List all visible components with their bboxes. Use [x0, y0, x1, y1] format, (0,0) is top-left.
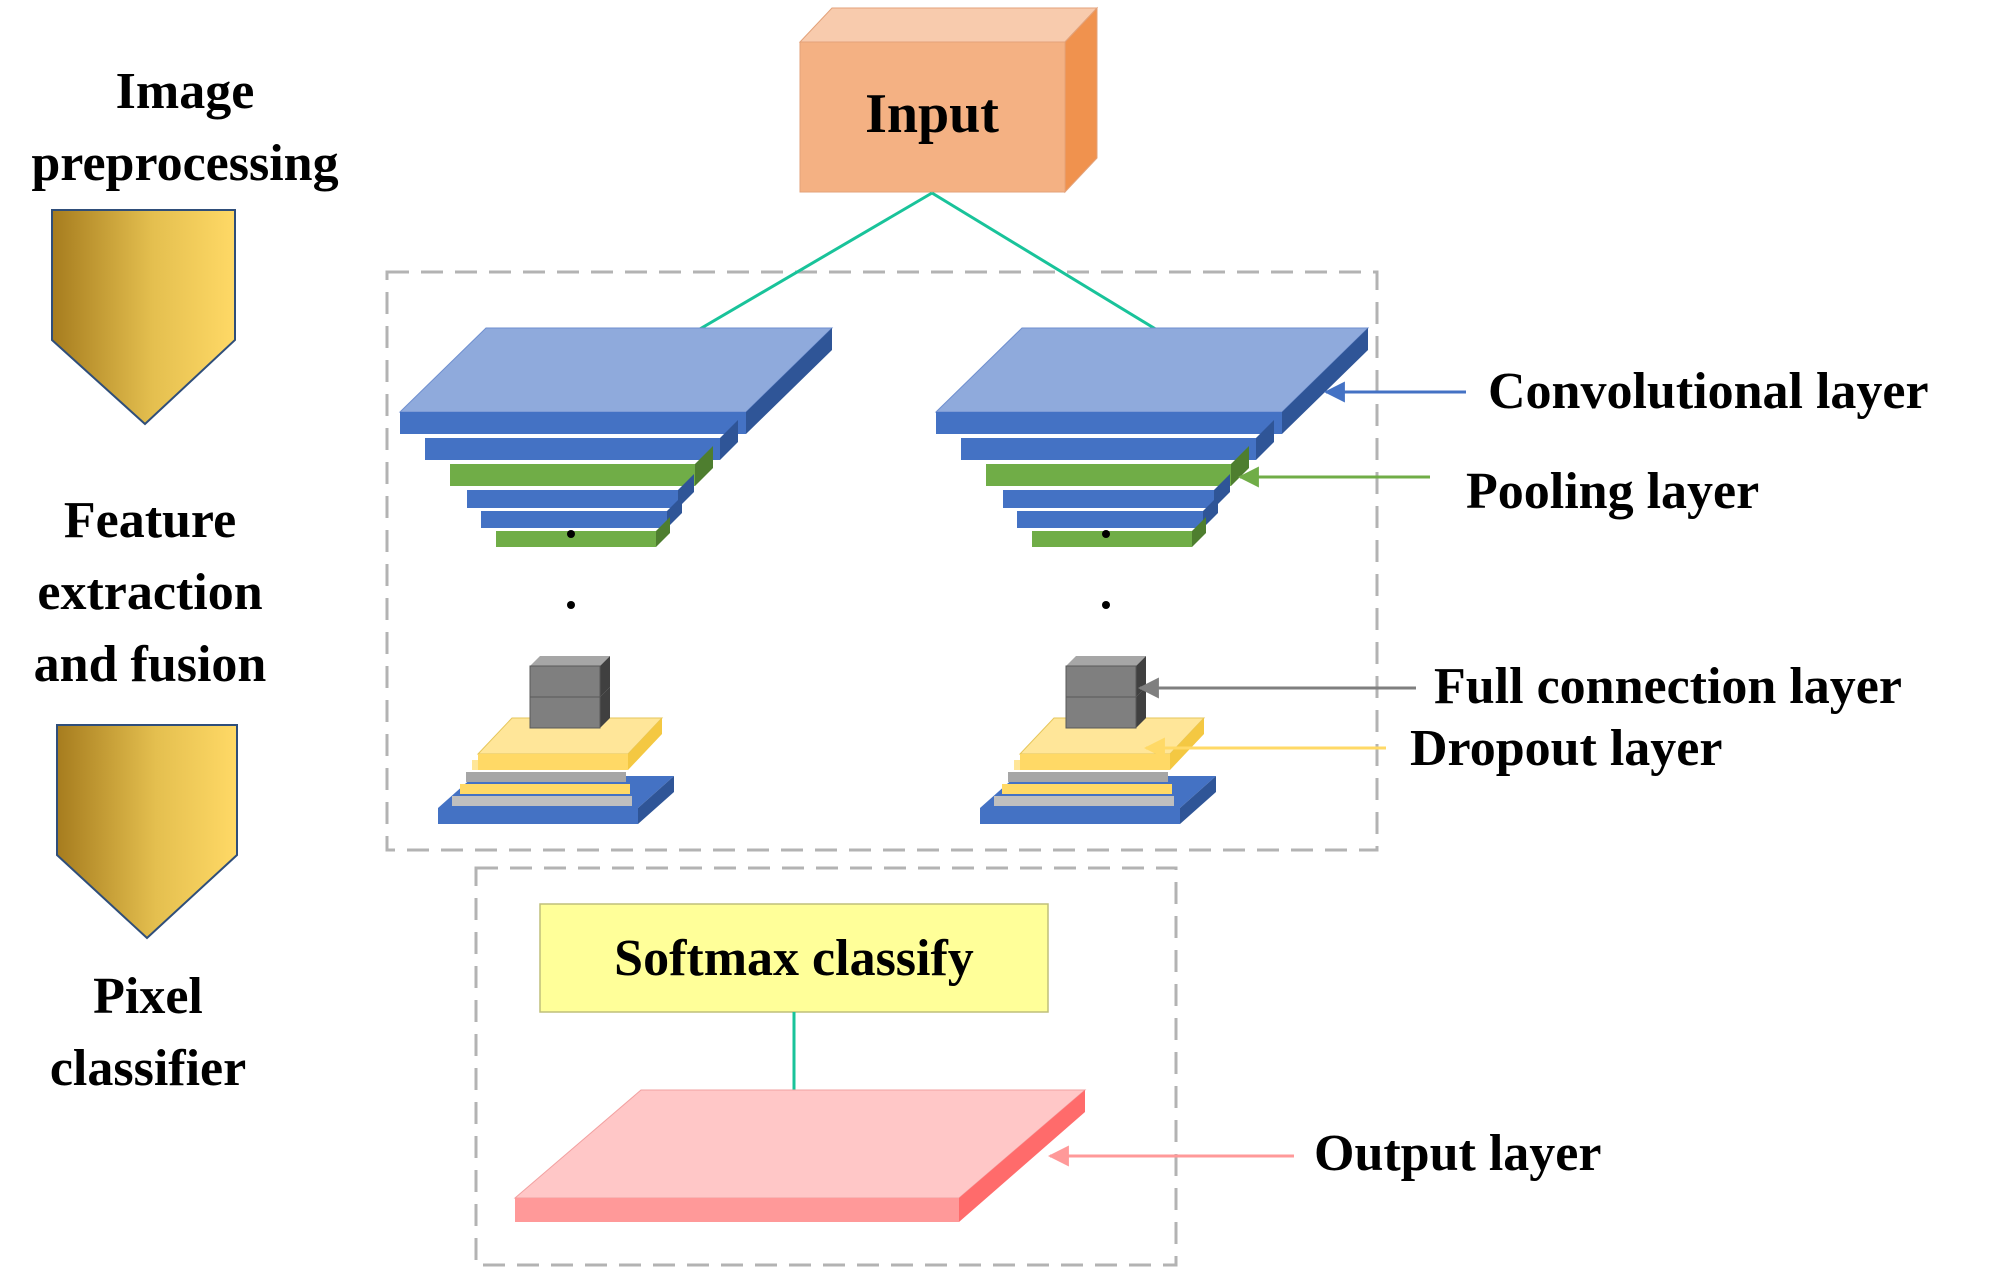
- arrow-input-to-right-branch: [931, 191, 1192, 352]
- stage-preprocessing-label-2: preprocessing: [31, 135, 338, 192]
- stage-preprocessing-label-1: Image: [116, 63, 255, 120]
- left-pooling-step-2: [496, 517, 670, 547]
- stage-arrow-down-1: [51, 209, 236, 426]
- input-box: [798, 6, 1099, 194]
- classifier-region: [474, 866, 1178, 1267]
- label-output-layer: Output layer: [1314, 1125, 1601, 1182]
- stage-arrow-down-2: [56, 724, 238, 940]
- right-convolutional-slab: [934, 327, 1370, 434]
- right-pooling-step-1: [986, 446, 1249, 486]
- softmax-label: Softmax classify: [614, 930, 974, 987]
- left-pooling-step-1: [450, 446, 713, 486]
- right-branch: [934, 327, 1370, 824]
- right-bottom-stack: [980, 656, 1216, 824]
- stage-classifier-label-2: classifier: [50, 1040, 246, 1097]
- left-conv-step-1: [425, 420, 738, 460]
- right-conv-step-1: [961, 420, 1274, 460]
- left-convolutional-slab: [398, 327, 834, 434]
- left-branch: [398, 327, 834, 824]
- left-full-connection-cubes: [529, 656, 610, 729]
- left-conv-step-3: [481, 496, 682, 528]
- feature-region: [385, 270, 1379, 852]
- label-convolutional-layer: Convolutional layer: [1488, 363, 1929, 420]
- label-dropout-layer: Dropout layer: [1410, 720, 1722, 777]
- label-full-connection-layer: Full connection layer: [1434, 658, 1902, 715]
- stage-classifier-label-1: Pixel: [93, 968, 203, 1025]
- stage-feature-label-2: extraction: [37, 564, 262, 621]
- label-pooling-layer: Pooling layer: [1466, 463, 1759, 520]
- arrow-input-to-left-branch: [662, 191, 933, 352]
- right-conv-step-3: [1017, 496, 1218, 528]
- left-bottom-stack: [438, 656, 674, 824]
- right-full-connection-cubes: [1065, 656, 1146, 729]
- input-label: Input: [865, 83, 999, 145]
- output-layer-slab: [513, 1089, 1087, 1222]
- stage-feature-label-3: and fusion: [34, 636, 267, 693]
- right-pooling-step-2: [1032, 517, 1206, 547]
- softmax-box: [539, 903, 1049, 1013]
- stage-feature-label-1: Feature: [64, 492, 236, 549]
